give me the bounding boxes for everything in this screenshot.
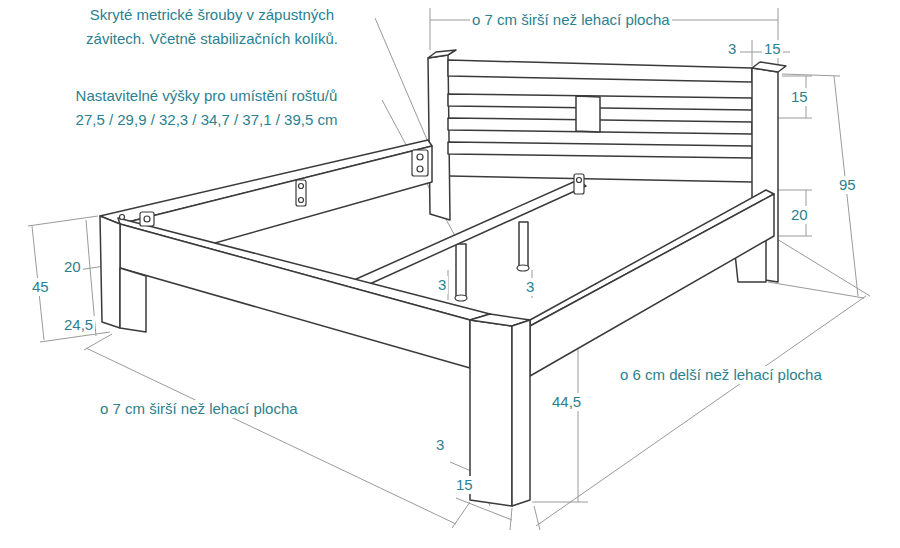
callout-note: Nastavitelné výšky pro umístění roštu/ů … (62, 84, 351, 132)
dimension-label: 15 (789, 88, 810, 106)
dimension-label: 15 (762, 40, 783, 58)
dimension-label: 15 (454, 476, 475, 494)
dimension-label: 20 (789, 206, 810, 224)
callout-note: Skryté metrické šrouby v zápustných závi… (70, 3, 354, 51)
dimension-label: 95 (837, 176, 858, 194)
dimension-label: 24,5 (62, 316, 95, 334)
dimension-label: 3 (726, 40, 738, 58)
dimension-label: 44,5 (550, 393, 583, 411)
dimension-label: o 6 cm delší než lehací plocha (618, 366, 824, 384)
dimension-label: o 7 cm širší než lehací plocha (98, 400, 300, 418)
dimension-label: 3 (436, 276, 448, 294)
dimension-label: 20 (62, 258, 83, 276)
fittings (120, 150, 585, 301)
dimension-lines (28, 8, 870, 530)
dimension-label: 3 (524, 278, 536, 296)
dimension-label: o 7 cm širší než lehací plocha (470, 11, 672, 29)
dimension-label: 45 (30, 278, 51, 296)
dimension-label: 3 (434, 436, 446, 454)
